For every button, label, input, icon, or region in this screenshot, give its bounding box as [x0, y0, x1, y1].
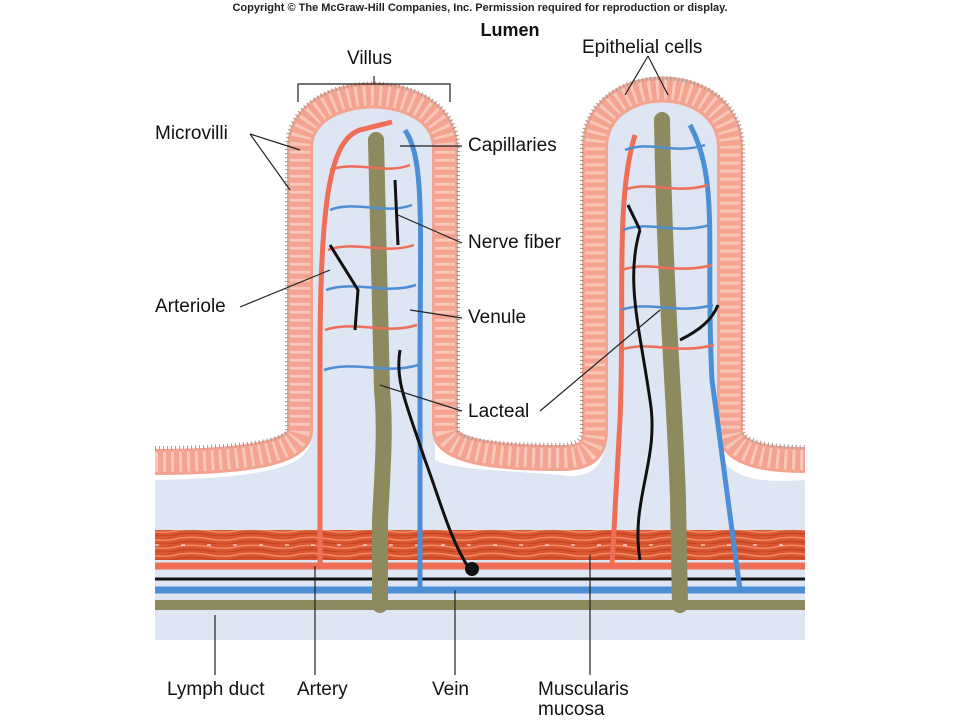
right-nerve-fiber [626, 204, 720, 561]
right-venule [687, 123, 743, 591]
nerve-ganglion [465, 562, 479, 576]
left-nerve-fiber [328, 179, 472, 571]
copyright-notice: Copyright © The McGraw-Hill Companies, I… [232, 2, 728, 14]
capillaries-label: Capillaries [468, 135, 557, 156]
artery-label: Artery [297, 679, 348, 700]
epithelium-layer [154, 76, 806, 475]
arteriole-label: Arteriole [155, 296, 226, 317]
nerve-fiber-label: Nerve fiber [468, 232, 561, 253]
left-lacteal [368, 132, 392, 613]
right-lacteal [654, 112, 688, 613]
muscularis-label-line2: mucosa [538, 699, 605, 720]
leader-lines [214, 55, 669, 675]
lymph-duct-label: Lymph duct [167, 679, 265, 700]
left-arteriole [317, 119, 393, 566]
epithelial-cells-label: Epithelial cells [582, 37, 703, 58]
muscularis-label-line1: Muscularis [538, 679, 629, 700]
right-arteriole [609, 134, 638, 567]
left-venule [402, 128, 424, 590]
left-capillary-loops [323, 163, 419, 372]
lacteal-label: Lacteal [468, 401, 530, 422]
venule-label: Venule [468, 307, 527, 328]
microvilli-label: Microvilli [155, 123, 228, 144]
right-capillary-loops [619, 143, 715, 352]
muscularis-mucosa [155, 530, 805, 560]
vein-label: Vein [432, 679, 469, 700]
villus-label: Villus [347, 48, 393, 69]
lumen-title: Lumen [480, 20, 540, 40]
